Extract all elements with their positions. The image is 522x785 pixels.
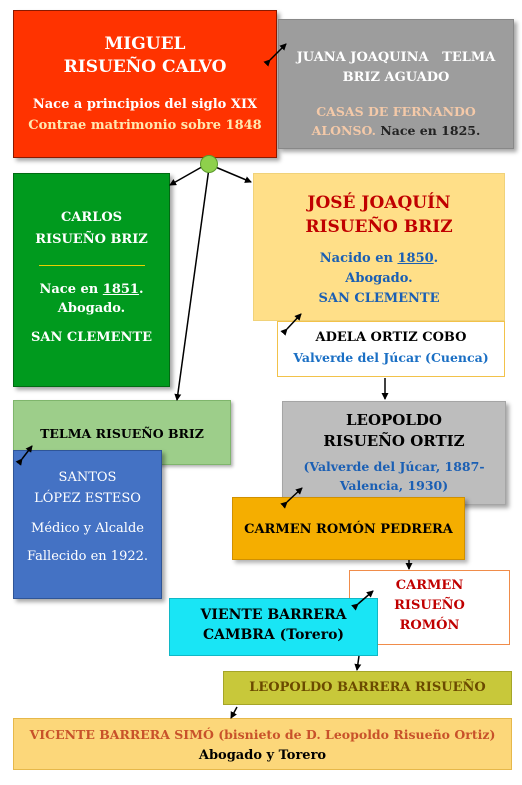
miguel-name-line2: RISUEÑO CALVO: [63, 57, 227, 77]
carlos-place: SAN CLEMENTE: [30, 330, 153, 345]
person-miguel-risueno-calvo: MIGUEL RISUEÑO CALVO Nace a principios de…: [13, 10, 277, 158]
leopoldo-dates-line2: Valencia, 1930): [339, 478, 449, 493]
carlos-name-line2: RISUEÑO BRIZ: [35, 232, 148, 247]
arrow-to-leopoldo-barrera: [354, 655, 362, 671]
juana-name-line1: JUANA JOAQUINA TELMA: [296, 50, 496, 65]
miguel-born: Nace a principios del siglo XIX: [32, 97, 258, 112]
carlos-born-suffix: .: [138, 282, 144, 297]
vicente-profession: Abogado y Torero: [198, 748, 327, 763]
santos-profession: Médico y Alcalde: [31, 521, 144, 536]
carmen-risueno-name-line3: ROMÓN: [399, 618, 460, 633]
jose-profession: Abogado.: [345, 271, 413, 286]
arrow-to-carlos: [169, 163, 208, 186]
carlos-born-year: 1851: [102, 282, 139, 297]
arrow-to-vicente: [230, 706, 238, 719]
arrow-to-telma: [174, 167, 210, 401]
person-jose-joaquin-risueno-briz: JOSÉ JOAQUÍN RISUEÑO BRIZ Nacido en 1850.…: [253, 173, 505, 321]
santos-died: Fallecido en 1922.: [26, 549, 149, 564]
arrow-to-jose: [212, 165, 252, 183]
adela-place: Valverde del Júcar (Cuenca): [293, 350, 489, 365]
santos-name-line2: LÓPEZ ESTESO: [34, 491, 141, 506]
leopoldo-name-line1: LEOPOLDO: [345, 411, 442, 429]
adela-name: ADELA ORTIZ COBO: [315, 330, 467, 345]
santos-name-line1: SANTOS: [58, 470, 117, 485]
jose-place: SAN CLEMENTE: [318, 291, 440, 306]
person-vicente-barrera-simo: VICENTE BARRERA SIMÓ (bisnieto de D. Leo…: [13, 718, 512, 770]
vicente-name: VICENTE BARRERA SIMÓ (bisnieto de D. Leo…: [29, 727, 496, 742]
carlos-born-prefix: Nace en: [39, 282, 103, 297]
carmen-romon-name: CARMEN ROMÓN PEDRERA: [244, 522, 453, 537]
viente-name-line2: CAMBRA: [202, 627, 275, 643]
miguel-name-line1: MIGUEL: [104, 34, 186, 54]
carlos-name-line1: CARLOS: [60, 210, 123, 225]
connector-node: [200, 155, 218, 173]
telma-name: TELMA RISUEÑO BRIZ: [40, 426, 204, 441]
viente-name-line1: VIENTE BARRERA: [200, 607, 347, 623]
person-juana-briz-aguado: JUANA JOAQUINA TELMA BRIZ AGUADO CASAS DE…: [278, 19, 514, 149]
jose-name-line2: RISUEÑO BRIZ: [305, 217, 453, 237]
person-leopoldo-risueno-ortiz: LEOPOLDO RISUEÑO ORTIZ (Valverde del Júca…: [282, 401, 506, 505]
leopoldo-dates-line1: (Valverde del Júcar, 1887-: [303, 459, 485, 474]
carlos-profession: Abogado.: [57, 301, 126, 316]
juana-place-line1: CASAS DE FERNANDO: [316, 104, 476, 119]
juana-place-line2: ALONSO.: [311, 123, 376, 138]
person-viente-barrera-cambra: VIENTE BARRERA CAMBRA (Torero): [169, 598, 378, 656]
person-adela-ortiz-cobo: ADELA ORTIZ COBO Valverde del Júcar (Cue…: [277, 321, 505, 377]
person-carlos-risueno-briz: CARLOS RISUEÑO BRIZ Nace en 1851. Abogado.…: [13, 173, 170, 387]
juana-name-line2: BRIZ AGUADO: [342, 70, 450, 85]
jose-born-suffix: .: [433, 251, 439, 266]
person-leopoldo-barrera-risueno: LEOPOLDO BARRERA RISUEÑO: [223, 671, 512, 705]
person-carmen-romon-pedrera: CARMEN ROMÓN PEDRERA: [232, 497, 465, 560]
carlos-separator: [38, 265, 145, 266]
juana-born: Nace en 1825.: [376, 123, 481, 138]
carmen-risueno-name-line1: CARMEN: [395, 578, 464, 593]
leopoldo-barrera-name: LEOPOLDO BARRERA RISUEÑO: [249, 680, 486, 695]
jose-name-line1: JOSÉ JOAQUÍN: [307, 193, 451, 213]
viente-note: (Torero): [274, 627, 345, 643]
person-santos-lopez-esteso: SANTOS LÓPEZ ESTESO Médico y Alcalde Fall…: [13, 450, 162, 599]
jose-born-year: 1850: [397, 251, 434, 266]
leopoldo-name-line2: RISUEÑO ORTIZ: [323, 432, 465, 450]
miguel-married: Contrae matrimonio sobre 1848: [28, 118, 262, 133]
carmen-risueno-name-line2: RISUEÑO: [394, 598, 465, 613]
jose-born-prefix: Nacido en: [319, 251, 398, 266]
